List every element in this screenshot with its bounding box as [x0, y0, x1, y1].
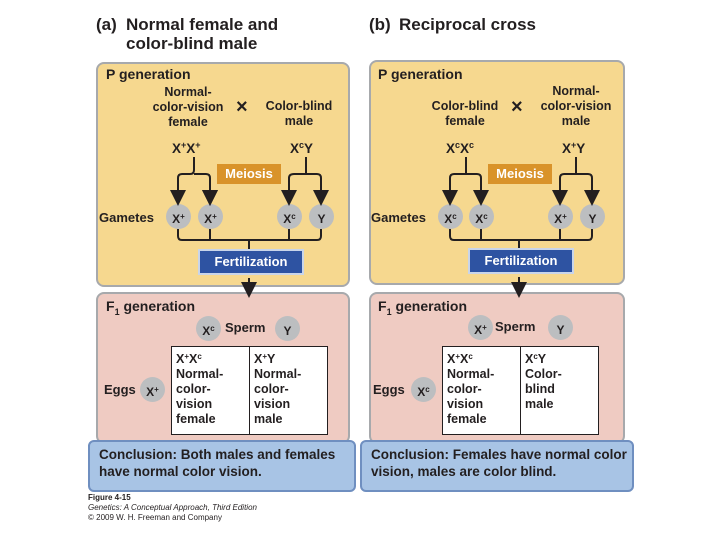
panel-a-parent-right-desc: Color-blind male: [265, 99, 333, 128]
panel-a-offspring-cell-1: X+Xc Normal- color- vision female: [172, 347, 250, 434]
book-title: Genetics: A Conceptual Approach, Third E…: [88, 503, 257, 512]
panel-b-meiosis-arrows-left: [449, 157, 482, 198]
panel-b-conclusion-label: Conclusion:: [371, 447, 449, 462]
panel-a-f1-generation-label: F1 generation: [106, 298, 196, 317]
panel-b-f1-generation-label: F1 generation: [378, 298, 468, 317]
panel-b-gamete-1: Xc: [438, 204, 463, 229]
panel-b-fertilization-arrows: [449, 229, 593, 248]
panel-a-parent-left-desc: Normal- color-vision female: [152, 85, 224, 129]
panel-b-title: (b) Reciprocal cross: [369, 15, 536, 34]
panel-a-offspring-1-genotype: X+Xc: [176, 352, 202, 366]
panel-b-conclusion-box: Conclusion: Females have normal color vi…: [360, 440, 634, 492]
panel-a-conclusion-box: Conclusion: Both males and females have …: [88, 440, 356, 492]
panel-b-meiosis-arrows-right: [559, 157, 593, 198]
panel-a-gamete-3: Xc: [277, 204, 302, 229]
figure-caption: Figure 4-15 Genetics: A Conceptual Appro…: [88, 493, 257, 523]
panel-b-offspring-1-genotype: X+Xc: [447, 352, 473, 366]
panel-a-title: (a) Normal female and color-blind male: [96, 15, 278, 53]
panel-a-gametes-label: Gametes: [99, 210, 154, 225]
panel-a-egg-1: X+: [140, 377, 165, 402]
panel-b-sperm-2: Y: [548, 315, 573, 340]
panel-a-p-generation-label: P generation: [106, 66, 191, 82]
panel-b-sperm-label: Sperm: [495, 319, 536, 334]
copyright: © 2009 W. H. Freeman and Company: [88, 513, 222, 522]
panel-a-parent-right-genotype: XcY: [290, 140, 314, 156]
panel-b-parent-left-genotype: XcXc: [446, 140, 475, 156]
panel-b-gamete-2: Xc: [469, 204, 494, 229]
panel-b-meiosis-label: Meiosis: [488, 164, 552, 184]
panel-a-parent-left-genotype: X+X+: [172, 140, 201, 156]
panel-a-conclusion-label: Conclusion:: [99, 447, 177, 462]
panel-a-sperm-1: Xc: [196, 316, 221, 341]
panel-b-gamete-4: Y: [580, 204, 605, 229]
panel-b-gamete-3: X+: [548, 204, 573, 229]
panel-a-offspring-2-genotype: X+Y: [254, 352, 276, 366]
panel-b-gametes-label: Gametes: [371, 210, 426, 225]
panel-a-fertilization-arrows: [177, 229, 322, 249]
panel-a-cross-symbol: ×: [236, 96, 248, 118]
panel-b-punnett-square: X+Xc Normal- color- vision female XcY Co…: [442, 346, 599, 435]
panel-a-offspring-cell-2: X+Y Normal- color- vision male: [250, 347, 327, 434]
panel-b-fertilization-label: Fertilization: [468, 248, 574, 274]
panel-b-p-generation-label: P generation: [378, 66, 463, 82]
panel-b-letter: (b): [369, 15, 391, 34]
panel-b-parent-right-genotype: X+Y: [562, 140, 586, 156]
panel-b-offspring-1-phenotype: Normal- color- vision female: [447, 367, 495, 426]
panel-b-parent-left-desc: Color-blind female: [431, 99, 499, 128]
panel-b-sperm-1: X+: [468, 315, 493, 340]
panel-b-offspring-cell-1: X+Xc Normal- color- vision female: [443, 347, 521, 434]
panel-a-conclusion: Conclusion: Both males and females have …: [90, 442, 354, 480]
panel-b-conclusion-text: Females have normal color vision, males …: [371, 447, 627, 479]
panel-b-egg-1: Xc: [411, 377, 436, 402]
panel-b-parent-right-desc: Normal- color-vision male: [540, 84, 612, 128]
panel-a-punnett-square: X+Xc Normal- color- vision female X+Y No…: [171, 346, 328, 435]
panel-a-conclusion-text: Both males and females have normal color…: [99, 447, 336, 479]
panel-a-fertilization-label: Fertilization: [198, 249, 304, 275]
panel-a-meiosis-label: Meiosis: [217, 164, 281, 184]
panel-a-sperm-label: Sperm: [225, 320, 266, 335]
panel-b-offspring-cell-2: XcY Color- blind male: [521, 347, 598, 434]
panel-b-conclusion: Conclusion: Females have normal color vi…: [362, 442, 632, 480]
panel-b-eggs-label: Eggs: [373, 382, 405, 397]
panel-a-gamete-4: Y: [309, 204, 334, 229]
panel-a-meiosis-arrows-right: [288, 157, 322, 198]
panel-a-sperm-2: Y: [275, 316, 300, 341]
panel-a-title-line1: Normal female and: [126, 15, 279, 34]
panel-a-meiosis-arrows-left: [177, 157, 210, 198]
panel-a-title-line2: color-blind male: [126, 34, 258, 53]
panel-a-offspring-2-phenotype: Normal- color- vision male: [254, 367, 302, 426]
panel-b-cross-symbol: ×: [511, 96, 523, 118]
panel-b-title-line1: Reciprocal cross: [399, 15, 537, 34]
panel-b-offspring-2-genotype: XcY: [525, 352, 547, 366]
panel-a-gamete-1: X+: [166, 204, 191, 229]
panel-a-letter: (a): [96, 15, 117, 34]
figure-number: Figure 4-15: [88, 493, 131, 502]
panel-a-eggs-label: Eggs: [104, 382, 136, 397]
panel-b-offspring-2-phenotype: Color- blind male: [525, 367, 562, 411]
panel-a-offspring-1-phenotype: Normal- color- vision female: [176, 367, 224, 426]
